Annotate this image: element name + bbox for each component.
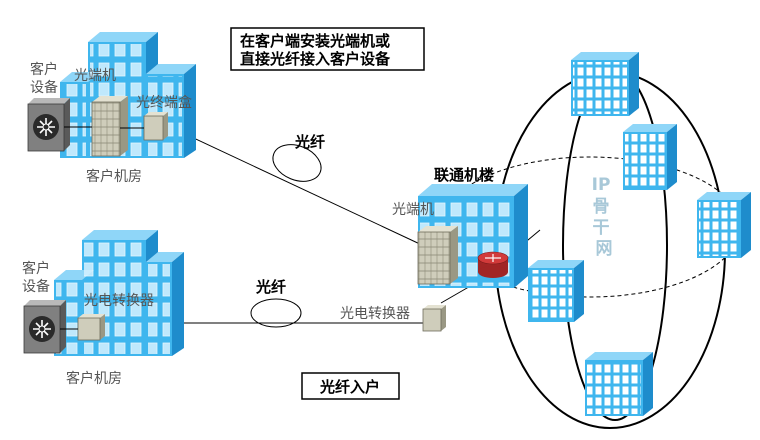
fiber-coil-top	[272, 144, 322, 182]
router-icon	[477, 251, 509, 278]
fiber-label-top: 光纤	[294, 133, 325, 151]
hub-title: 联通机楼	[434, 166, 494, 184]
backbone-label: IP 骨 干 网	[592, 175, 617, 259]
backbone-building-bottom	[585, 352, 653, 416]
terminal-box-label-top: 光终端盒	[136, 94, 192, 111]
callout-top: 在客户端安装光端机或 直接光纤接入客户设备	[230, 27, 425, 71]
customer-device-label-bottom-2: 设备	[22, 278, 50, 295]
customer-site-top: 客户 设备 光端机 光终端盒 客户机房	[27, 32, 196, 185]
optical-terminal-hub	[417, 226, 458, 285]
room-label-top: 客户机房	[86, 168, 142, 185]
backbone-building-top	[571, 52, 639, 116]
customer-device-top	[27, 98, 70, 152]
optical-terminal-top	[91, 96, 128, 157]
room-label-bottom: 客户机房	[66, 370, 122, 387]
unicom-hub: 联通机楼 光端机 光电转换器	[340, 166, 528, 332]
callout-top-line2: 直接光纤接入客户设备	[240, 50, 391, 68]
customer-device-bottom	[23, 300, 66, 354]
backbone-building-left	[528, 260, 584, 322]
optical-terminal-label-top: 光端机	[74, 68, 116, 84]
converter-label-bottom: 光电转换器	[84, 292, 154, 309]
media-converter-bottom	[77, 314, 105, 341]
terminal-box-top	[143, 112, 168, 141]
hub-converter-label: 光电转换器	[340, 305, 410, 322]
fiber-label-bottom: 光纤	[255, 278, 286, 296]
hub-optical-terminal-label: 光端机	[392, 202, 434, 218]
customer-device-label-top: 客户	[30, 61, 58, 78]
customer-device-label-top-2: 设备	[30, 79, 58, 96]
backbone-network: IP 骨 干 网	[439, 52, 751, 429]
fiber-coil-bottom	[250, 298, 302, 328]
media-converter-hub	[422, 305, 446, 332]
fiber-line-top	[167, 125, 423, 246]
customer-device-label-bottom: 客户	[22, 260, 50, 277]
callout-bottom: 光纤入户	[301, 372, 400, 400]
backbone-building-upper-mid	[623, 124, 677, 190]
callout-bottom-text: 光纤入户	[319, 378, 380, 396]
customer-site-bottom: 客户 设备 光电转换器 客户机房	[22, 230, 184, 387]
backbone-building-right	[697, 192, 751, 258]
callout-top-line1: 在客户端安装光端机或	[240, 32, 390, 50]
